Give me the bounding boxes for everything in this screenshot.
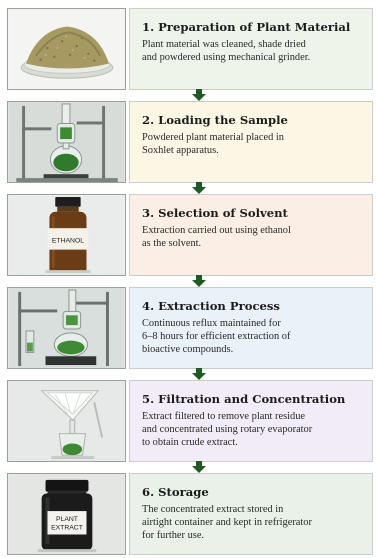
step-6-description: The concentrated extract stored in airti… [142, 504, 312, 541]
flow-arrow-5 [192, 461, 206, 473]
step-6-card: 6. Storage The concentrated extract stor… [129, 473, 373, 555]
step-5-title: 5. Filtration and Concentration [142, 392, 346, 406]
step-5-card: 5. Filtration and Concentration Extract … [129, 380, 373, 462]
step-1-card: 1. Preparation of Plant Material Plant m… [129, 8, 373, 90]
step-1: 1. Preparation of Plant Material Plant m… [7, 8, 373, 90]
step-3-description: Extraction carried out using ethanol as … [142, 225, 291, 249]
step-4-title: 4. Extraction Process [142, 299, 280, 313]
step-1-title: 1. Preparation of Plant Material [142, 20, 351, 34]
plant-powder-dish-image [7, 8, 126, 90]
step-2-description: Powdered plant material placed in Soxhle… [142, 132, 284, 156]
step-5: 5. Filtration and Concentration Extract … [7, 380, 373, 462]
flow-arrow-4 [192, 368, 206, 380]
step-1-description: Plant material was cleaned, shade dried … [142, 39, 311, 63]
soxhlet-apparatus-image [7, 101, 126, 183]
step-6: PLANT EXTRACT 6. Storage The concentrate… [7, 473, 373, 555]
flow-arrow-2 [192, 182, 206, 194]
step-6-title: 6. Storage [142, 485, 209, 499]
step-3-title: 3. Selection of Solvent [142, 206, 288, 220]
plant-extract-label-line-1: PLANT [56, 516, 78, 523]
flow-arrow-1 [192, 89, 206, 101]
step-5-description: Extract filtered to remove plant residue… [142, 411, 313, 448]
extract-jar-image: PLANT EXTRACT [7, 473, 126, 555]
flow-arrow-3 [192, 275, 206, 287]
reflux-setup-image [7, 287, 126, 369]
step-2-title: 2. Loading the Sample [142, 113, 288, 127]
filter-funnel-image [7, 380, 126, 462]
ethanol-label: ETHANOL [52, 237, 84, 244]
step-4-card: 4. Extraction Process Continuous reflux … [129, 287, 373, 369]
step-2: 2. Loading the Sample Powdered plant mat… [7, 101, 373, 183]
step-4: 4. Extraction Process Continuous reflux … [7, 287, 373, 369]
step-3-card: 3. Selection of Solvent Extraction carri… [129, 194, 373, 276]
plant-extract-label-line-2: EXTRACT [51, 525, 83, 532]
ethanol-bottle-image: ETHANOL [7, 194, 126, 276]
step-3: ETHANOL 3. Selection of Solvent Extracti… [7, 194, 373, 276]
step-4-description: Continuous reflux maintained for 6–8 hou… [142, 318, 291, 355]
step-2-card: 2. Loading the Sample Powdered plant mat… [129, 101, 373, 183]
